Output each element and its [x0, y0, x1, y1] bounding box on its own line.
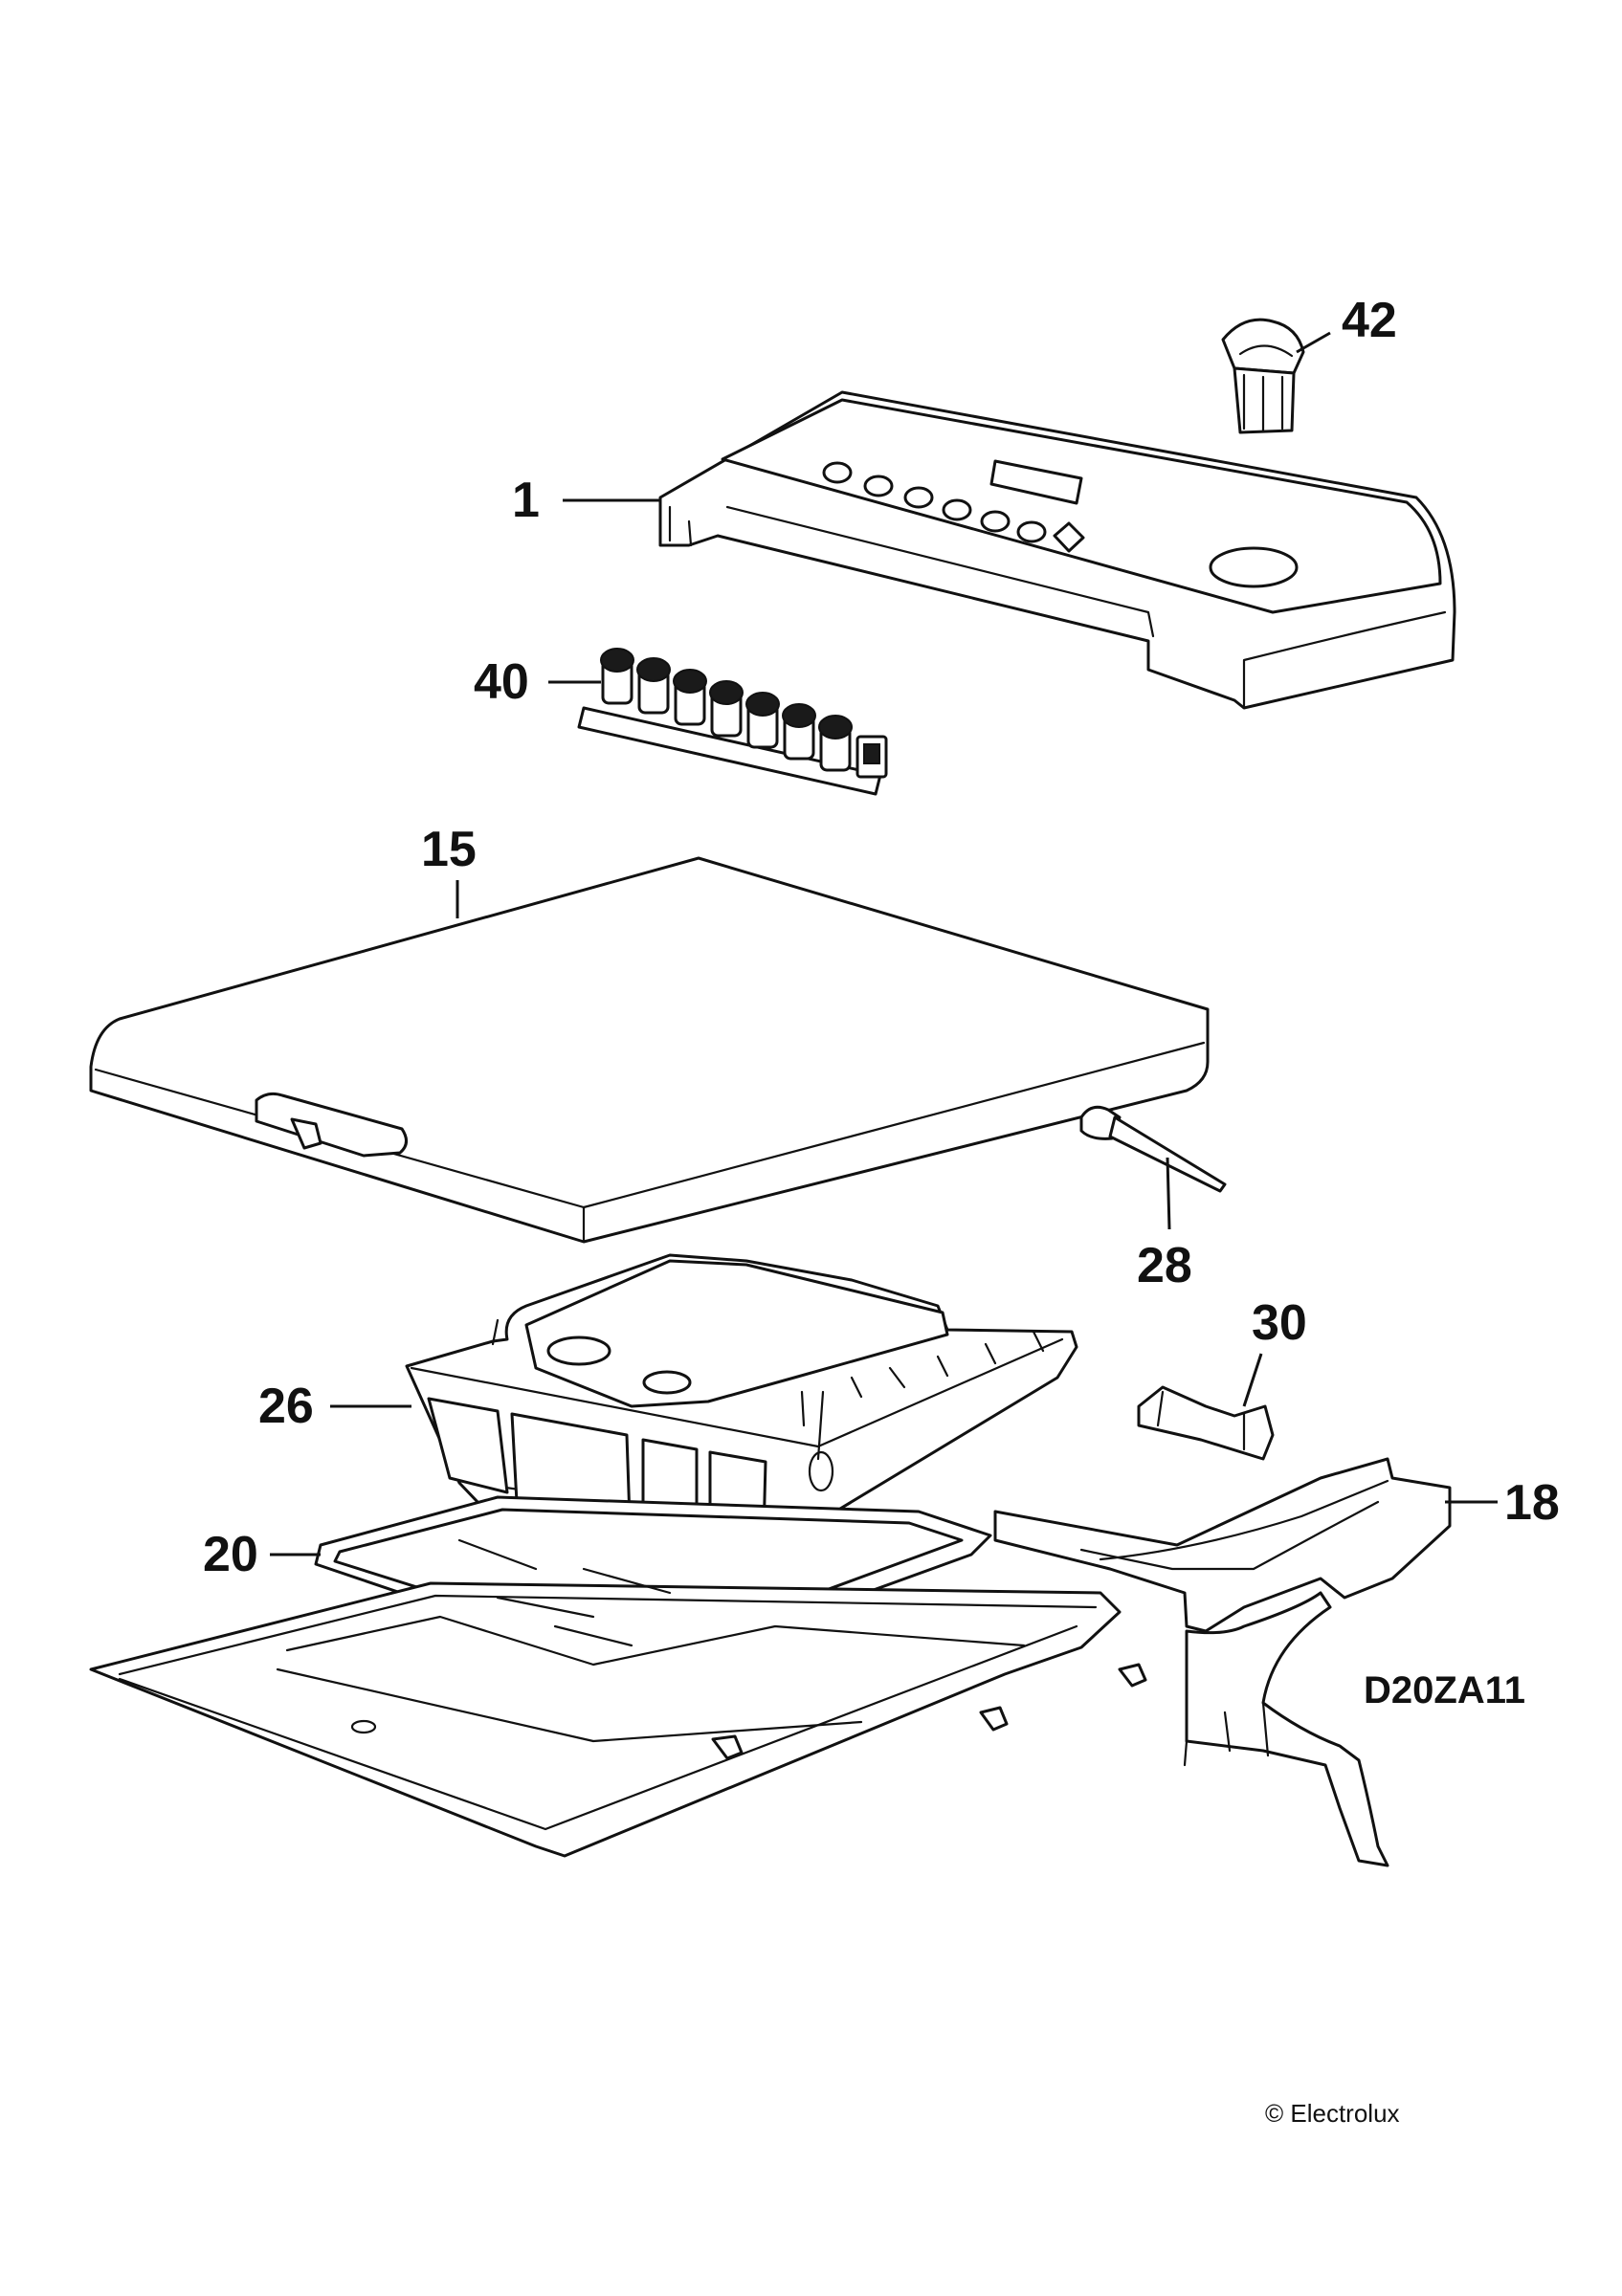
- callout-30: 30: [1252, 1295, 1307, 1351]
- part-18-rear-bracket: [993, 1457, 1452, 1867]
- callout-20: 20: [203, 1527, 258, 1582]
- part-30-clip: [1137, 1385, 1275, 1461]
- part-42-knob: [1221, 318, 1305, 434]
- part-1-control-panel: [658, 390, 1456, 710]
- callout-28: 28: [1137, 1238, 1192, 1293]
- callout-15: 15: [421, 822, 477, 877]
- leader-lines: [270, 331, 1498, 1556]
- callout-18: 18: [1504, 1475, 1560, 1531]
- callout-26: 26: [258, 1379, 314, 1434]
- callout-40: 40: [474, 654, 529, 710]
- part-40-button-block: [577, 648, 888, 796]
- copyright-notice: © Electrolux: [1265, 2099, 1400, 2128]
- part-28-pin: [1079, 1105, 1227, 1230]
- base-tray: [89, 1538, 1147, 1858]
- callout-42: 42: [1342, 293, 1397, 348]
- drawing-code: D20ZA11: [1364, 1669, 1525, 1711]
- callout-1: 1: [512, 473, 540, 528]
- part-15-lid: [89, 856, 1210, 1244]
- callout-labels: 42 1 40 15 28 30 26 18 20 D20ZA11 © Elec…: [203, 293, 1560, 2128]
